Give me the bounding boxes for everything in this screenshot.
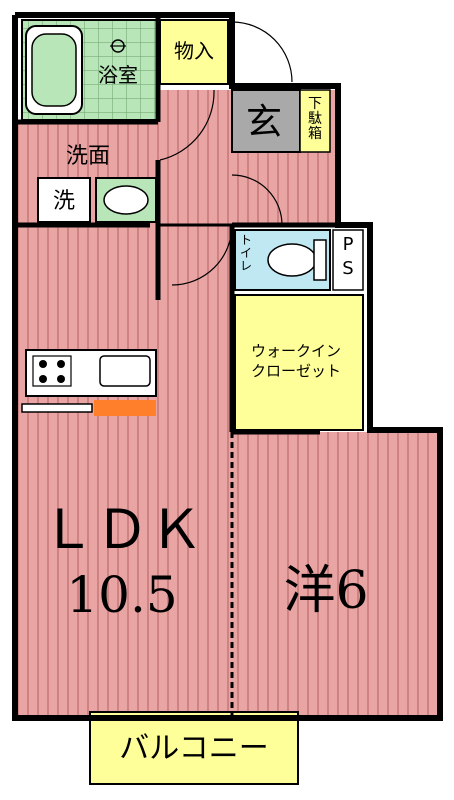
svg-text:玄: 玄	[246, 102, 282, 143]
bathroom-label: 浴室	[98, 63, 138, 87]
toilet-label: トイレ	[240, 233, 252, 273]
toilet-room	[234, 229, 331, 291]
balcony-label: バルコニー	[119, 731, 268, 766]
western-room-floor	[232, 432, 438, 715]
storage-label: 物入	[174, 39, 214, 63]
closet-label-line1: ウォークイン	[251, 342, 341, 360]
pipe-space	[332, 229, 364, 291]
shoe-box	[299, 89, 331, 153]
washbasin	[95, 177, 157, 223]
walls	[12, 12, 443, 721]
washroom-label: 洗面	[66, 144, 110, 169]
entrance: 玄	[231, 89, 301, 153]
ldk-floor	[15, 225, 233, 715]
walk-in-closet	[234, 294, 364, 431]
ldk-size: 10.5	[66, 566, 177, 624]
kitchen-counter	[21, 349, 157, 416]
shoe-box-label: 下駄箱	[308, 96, 322, 142]
balcony	[89, 711, 299, 785]
closet-label-line2: クローゼット	[251, 362, 341, 380]
western-room-label: 洋6	[283, 561, 368, 621]
ldk-label: ＬＤＫ	[41, 498, 203, 561]
washer-space	[37, 177, 91, 223]
washer-label: 洗	[53, 189, 75, 214]
